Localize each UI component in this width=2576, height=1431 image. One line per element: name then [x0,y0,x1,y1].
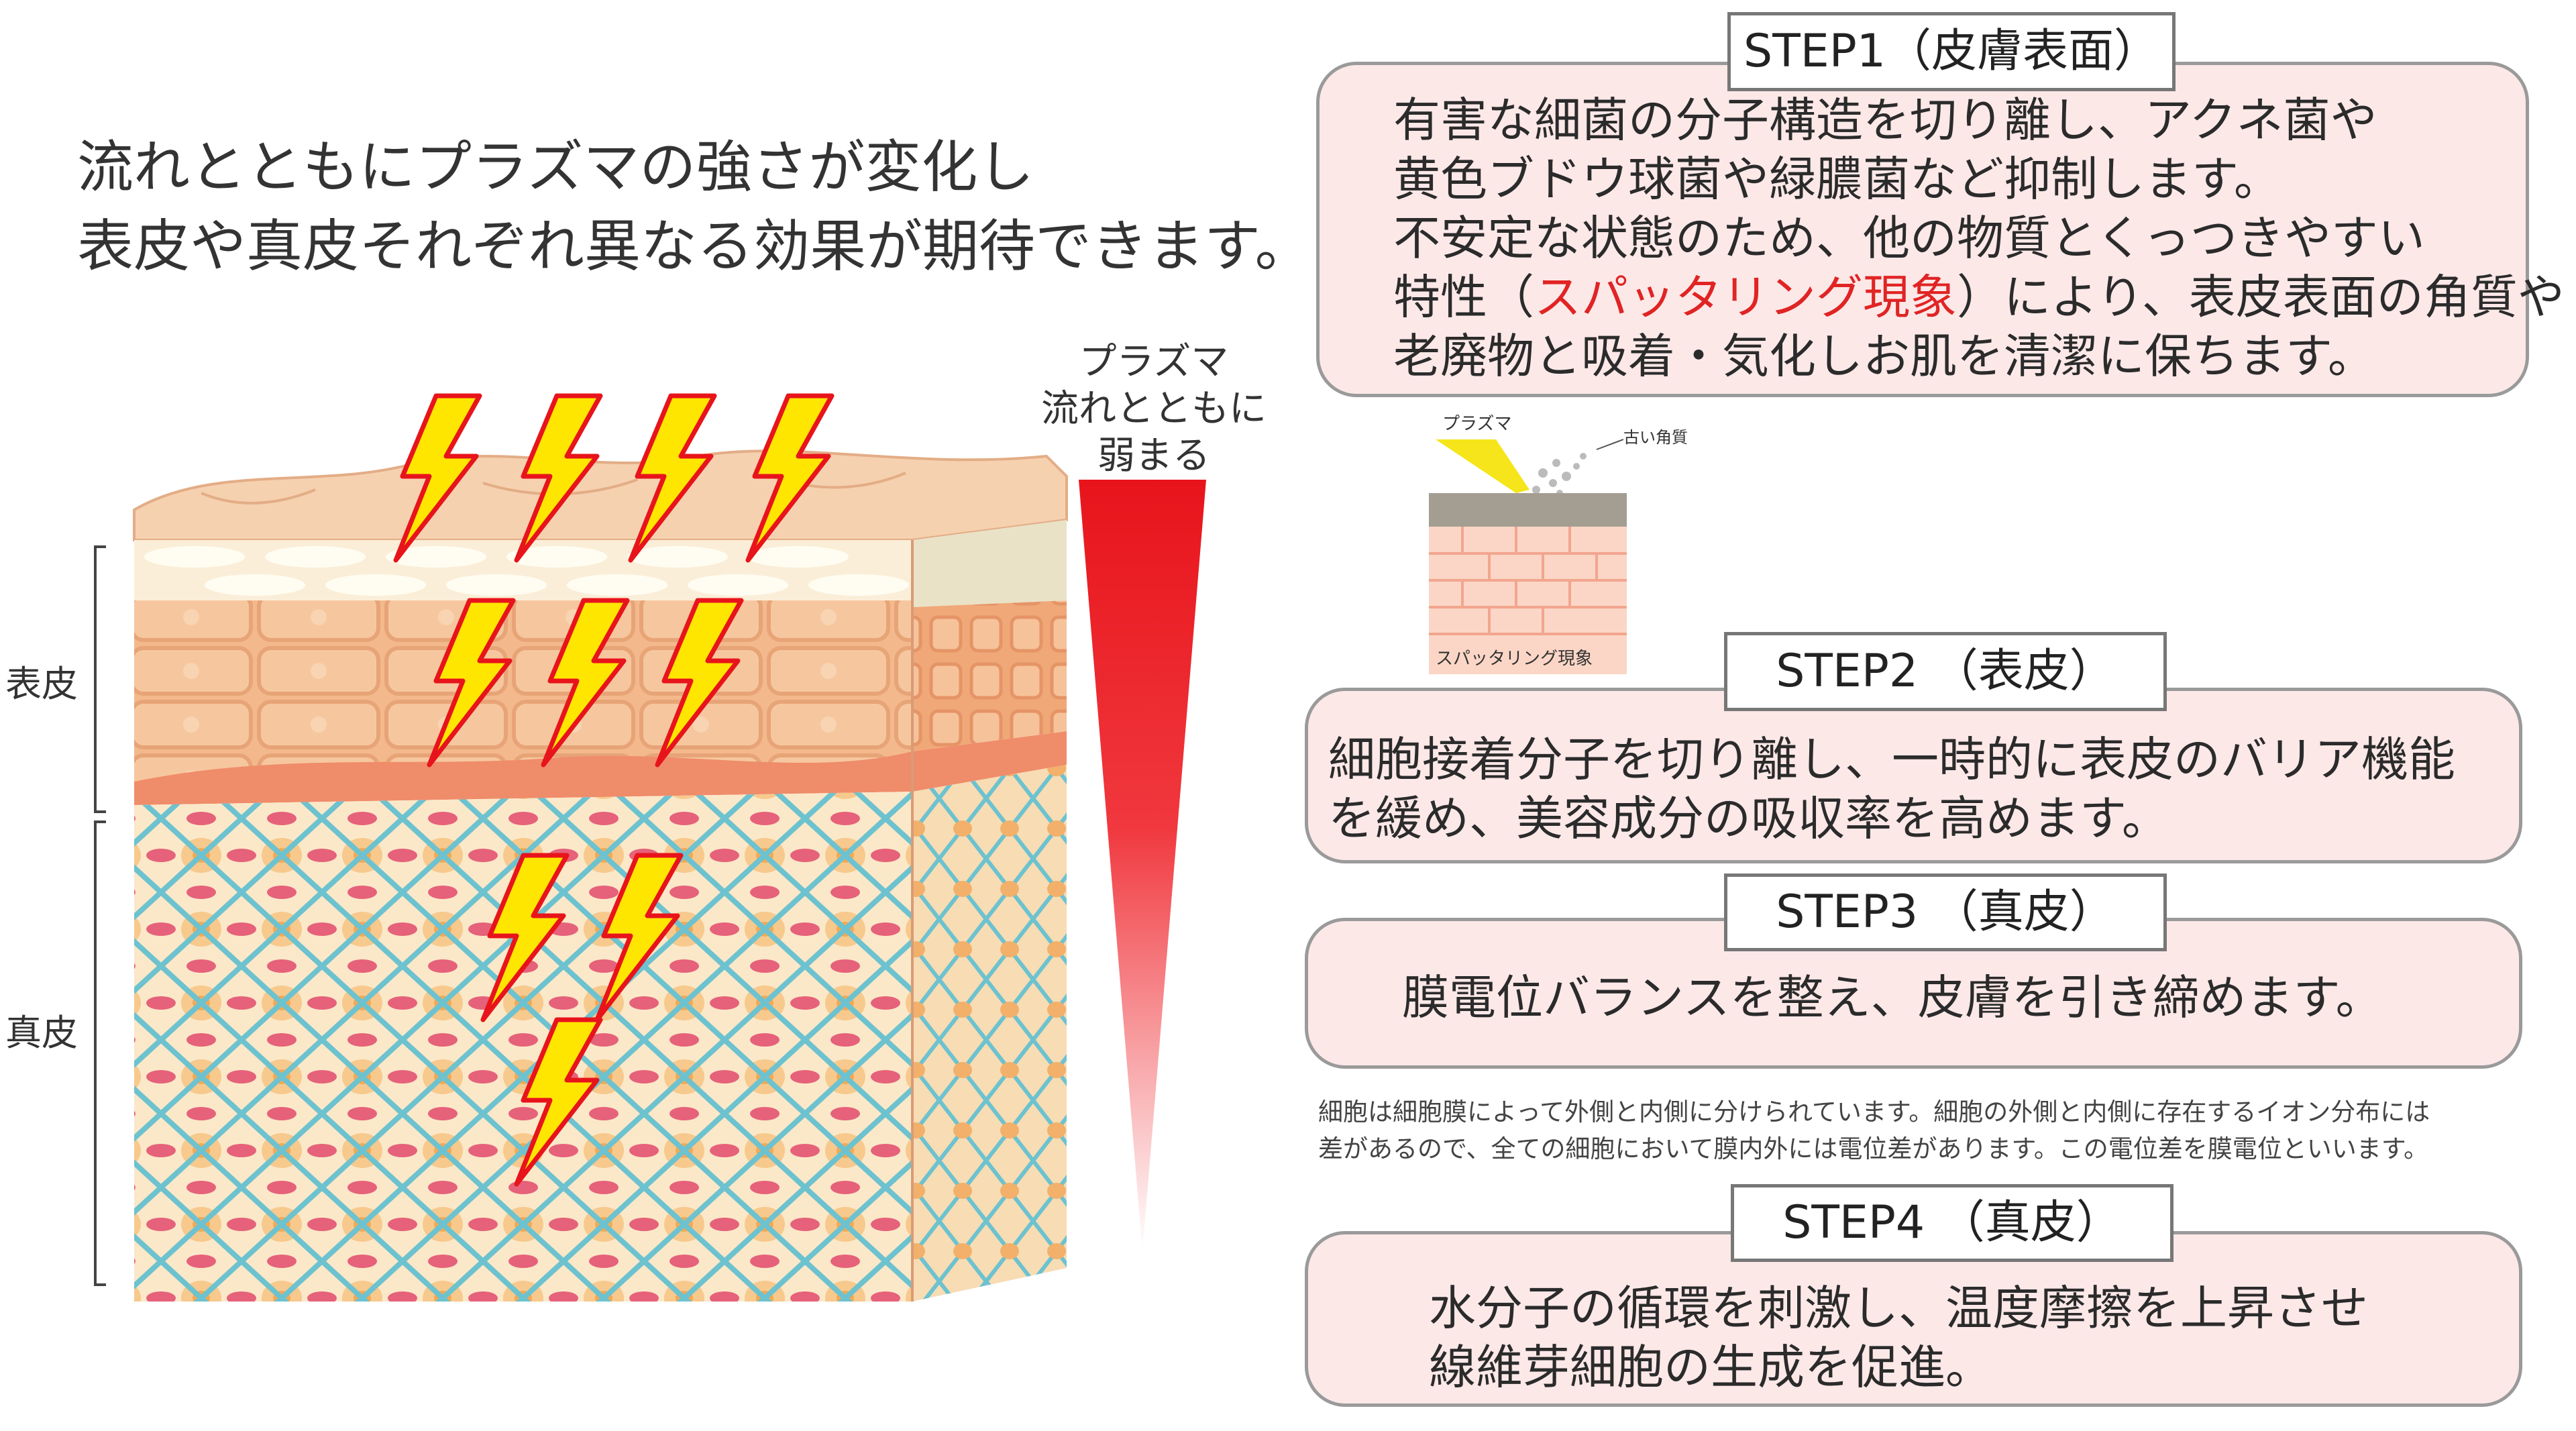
step1-title: STEP1（皮膚表面） [1727,12,2176,91]
plasma-label-line-2: 流れとともに [1041,387,1267,431]
skin-cross-section-illustration [94,393,1068,1302]
step2-box: 細胞接着分子を切り離し、一時的に表皮のバリア機能 を緩め、美容成分の吸収率を高め… [1305,688,2522,863]
lightning-bolt-icon [594,853,684,1022]
sputtering-highlight: スパッタリング現象 [1534,270,1957,325]
step4-line-1: 水分子の循環を刺激し、温度摩擦を上昇させ [1429,1281,2368,1336]
note-line-2: 差があるので、全ての細胞において膜内外には電位差があります。この電位差を膜電位と… [1318,1134,2429,1163]
plasma-label-line-3: 弱まる [1097,434,1210,478]
sputter-plasma-label: プラズマ [1442,414,1511,434]
step1-line-4: 特性（スパッタリング現象）により、表皮表面の角質や [1393,270,2565,325]
plasma-weakening-label: プラズマ 流れとともに 弱まる [1033,339,1275,480]
lightning-bolt-icon [393,393,482,563]
step3-line-1: 膜電位バランスを整え、皮膚を引き締めます。 [1402,970,2383,1025]
step1-line-1: 有害な細菌の分子構造を切り離し、アクネ菌や [1393,93,2377,148]
plasma-strength-gradient [1079,480,1206,1251]
dermis-label: 真皮 [5,1012,78,1054]
sputtering-illustration: プラズマ 古い角質 スパッタリング現象 [1429,414,1688,674]
plasma-label-line-1: プラズマ [1079,340,1229,384]
lightning-bolt-icon [745,393,835,563]
lightning-bolt-icon [480,853,570,1022]
step1-line-5: 老廃物と吸着・気化しお肌を清潔に保ちます。 [1393,329,2375,384]
sputter-caption: スパッタリング現象 [1436,649,1593,669]
lightning-bolt-icon [514,393,603,563]
headline-line-2: 表皮や真皮それぞれ異なる効果が期待できます。 [77,213,1311,279]
step4-line-2: 線維芽細胞の生成を促進。 [1429,1340,1992,1395]
lightning-bolt-icon [655,598,744,767]
step2-title: STEP2 （表皮） [1724,632,2167,711]
lightning-bolt-icon [628,393,717,563]
sputter-keratin-label: 古い角質 [1623,428,1688,447]
step1-line-3: 不安定な状態のため、他の物質とくっつきやすい [1393,211,2425,266]
note-line-1: 細胞は細胞膜によって外側と内側に分けられています。細胞の外側と内側に存在するイオ… [1318,1098,2430,1126]
step1-box: 有害な細菌の分子構造を切り離し、アクネ菌や 黄色ブドウ球菌や緑膿菌など抑制します… [1316,62,2565,397]
step4-title: STEP4 （真皮） [1731,1184,2174,1262]
headline: 流れとともにプラズマの強さが変化し 表皮や真皮それぞれ異なる効果が期待できます。 [77,127,1311,286]
headline-line-1: 流れとともにプラズマの強さが変化し [77,134,1034,200]
lightning-bolt-icon [427,598,516,767]
step2-line-1: 細胞接着分子を切り離し、一時的に表皮のバリア機能 [1328,732,2455,787]
step3-title: STEP3 （真皮） [1724,873,2167,951]
lightning-bolt-icon [541,598,630,767]
membrane-potential-note: 細胞は細胞膜によって外側と内側に分けられています。細胞の外側と内側に存在するイオ… [1318,1094,2430,1167]
epidermis-label: 表皮 [5,663,78,705]
step1-line-2: 黄色ブドウ球菌や緑膿菌など抑制します。 [1393,152,2281,207]
lightning-bolt-icon [514,1017,603,1187]
step2-line-2: を緩め、美容成分の吸収率を高めます。 [1328,791,2169,846]
